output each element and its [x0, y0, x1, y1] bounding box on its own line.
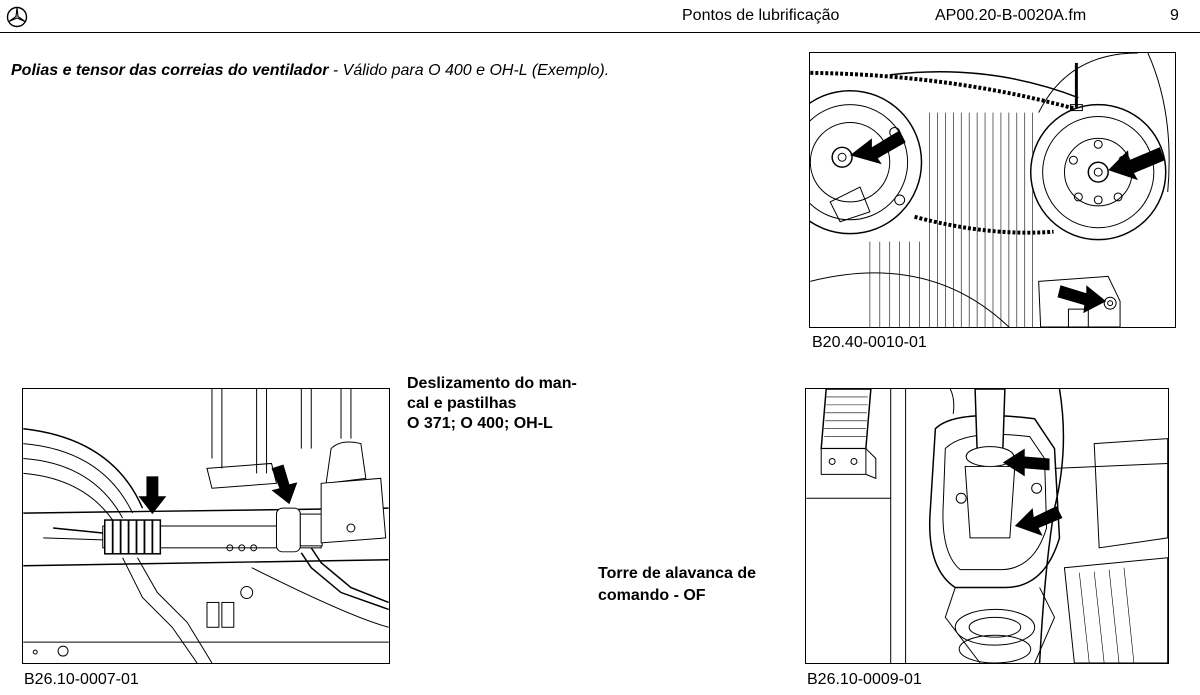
lubrication-arrow-icon	[138, 464, 298, 515]
section-title-bold: Polias e tensor das correias do ventilad…	[11, 62, 329, 79]
header-document-id: AP00.20-B-0020A.fm	[935, 7, 1087, 24]
note-bearing-slide: Deslizamento do man- cal e pastilhas O 3…	[407, 374, 607, 434]
figure-caption-1: B20.40-0010-01	[812, 334, 927, 351]
control-lever-illustration	[806, 389, 1168, 663]
section-title: Polias e tensor das correias do ventilad…	[11, 62, 609, 80]
figure-bearing-linkage	[22, 388, 390, 664]
fan-pulley-illustration	[810, 53, 1170, 327]
mercedes-star-icon	[6, 6, 28, 28]
figure-control-lever-tower	[805, 388, 1169, 664]
note1-line: cal e pastilhas	[407, 395, 517, 412]
note1-line: O 371; O 400; OH-L	[407, 415, 553, 432]
page-number: 9	[1170, 7, 1179, 24]
figure-caption-2: B26.10-0007-01	[24, 671, 139, 688]
header-section-title: Pontos de lubrificação	[682, 7, 840, 24]
note1-line: Deslizamento do man-	[407, 375, 577, 392]
note2-line: Torre de alavanca de	[598, 565, 756, 582]
lubrication-arrow-icon	[850, 130, 1165, 314]
note-control-lever-tower: Torre de alavanca de comando - OF	[598, 563, 788, 607]
bearing-linkage-illustration	[23, 389, 389, 663]
note2-line: comando - OF	[598, 587, 706, 604]
figure-caption-3: B26.10-0009-01	[807, 671, 922, 688]
figure-fan-belt-pulleys	[809, 52, 1176, 328]
lubrication-arrow-icon	[1002, 448, 1063, 536]
section-title-rest: - Válido para O 400 e OH-L (Exemplo).	[328, 62, 610, 79]
header-divider	[0, 32, 1200, 33]
